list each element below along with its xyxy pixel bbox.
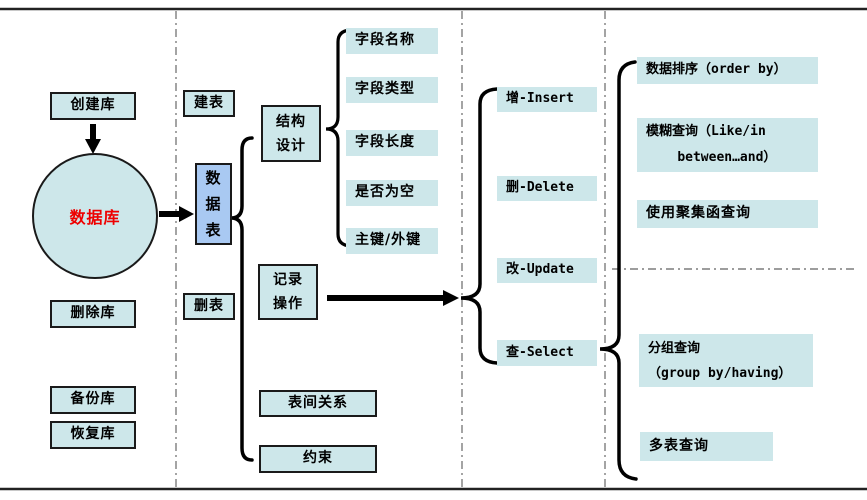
record-ops-box: 记录 操作 — [258, 264, 318, 320]
drop-db-box: 删除库 — [50, 300, 136, 328]
aggregate-query-box: 使用聚集函查询 — [637, 200, 818, 228]
brace-query-group — [599, 60, 638, 481]
fuzzy-query-box: 模糊查询（Like/in between…and） — [637, 118, 818, 172]
multi-table-query-box: 多表查询 — [640, 432, 773, 461]
brace-crud-group — [460, 87, 499, 365]
field-keys-box: 主键/外键 — [346, 228, 438, 254]
order-by-box: 数据排序（order by） — [637, 57, 818, 84]
data-table-box: 数 据 表 — [195, 163, 232, 245]
constraints-box: 约束 — [259, 445, 377, 473]
arrow-create-to-database — [85, 124, 101, 154]
database-circle: 数据库 — [32, 153, 158, 279]
structure-design-box: 结构 设计 — [261, 105, 321, 162]
brace-field-group — [325, 28, 352, 248]
drop-table-box: 删表 — [183, 293, 235, 320]
create-table-box: 建表 — [183, 90, 235, 117]
arrow-recordops-to-crud — [327, 290, 459, 306]
restore-db-box: 恢复库 — [50, 421, 136, 449]
group-query-box: 分组查询 （group by/having） — [639, 334, 813, 387]
create-db-box: 创建库 — [50, 92, 136, 120]
field-nullable-box: 是否为空 — [346, 180, 438, 206]
backup-db-box: 备份库 — [50, 386, 136, 414]
arrow-database-to-table — [159, 206, 194, 222]
field-length-box: 字段长度 — [346, 130, 438, 156]
insert-box: 增-Insert — [497, 87, 597, 112]
delete-box: 删-Delete — [497, 176, 597, 201]
table-relations-box: 表间关系 — [259, 390, 377, 417]
update-box: 改-Update — [497, 258, 597, 283]
field-name-box: 字段名称 — [346, 28, 438, 54]
select-box: 查-Select — [497, 340, 597, 366]
field-type-box: 字段类型 — [346, 77, 438, 103]
